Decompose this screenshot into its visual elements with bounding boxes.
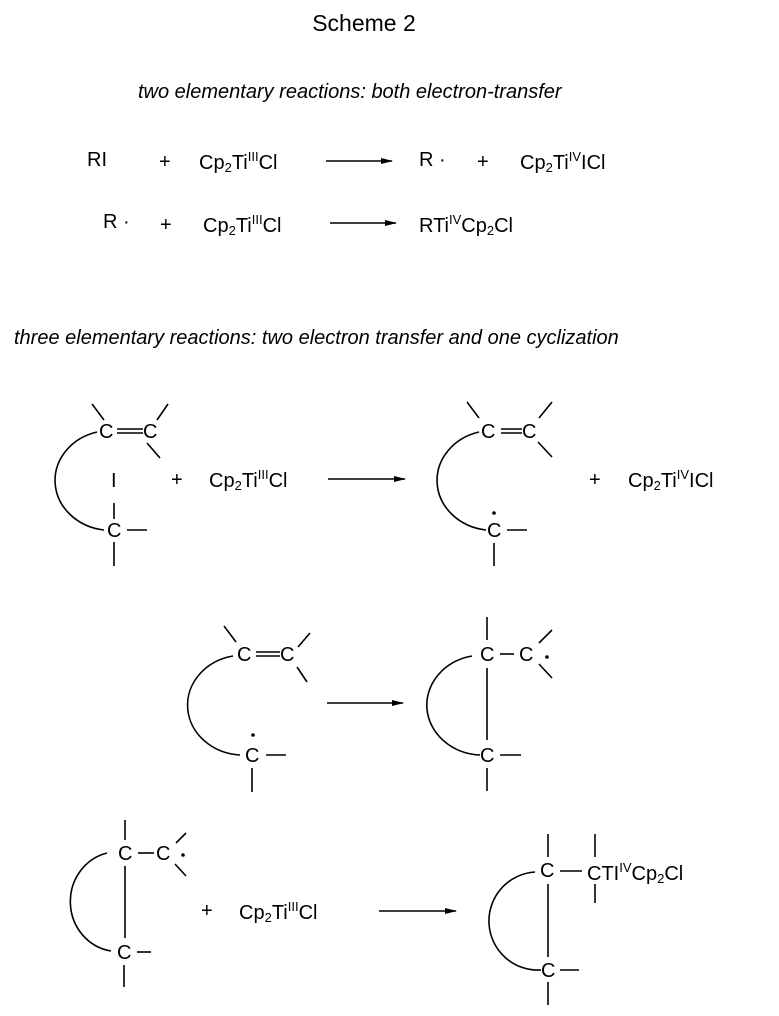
step1-plus: +: [171, 469, 183, 491]
atom-c: C: [107, 520, 122, 542]
atom-c: C: [540, 860, 555, 882]
step3-product-label: CTIIVCp2Cl: [587, 860, 684, 886]
r1-reactant: RI: [87, 149, 107, 171]
atom-c-radical: C: [245, 745, 260, 767]
step3-plus: +: [201, 900, 213, 922]
atom-c: C: [143, 421, 158, 443]
step2-reactant-bonds: [186, 625, 311, 792]
step2-product-bonds: [426, 617, 553, 791]
step3-reagent: Cp2TiIIICl: [239, 899, 318, 925]
section1-heading: two elementary reactions: both electron-…: [138, 81, 562, 103]
radical-dots: [181, 511, 549, 857]
step1-reactant-bonds: [54, 403, 169, 566]
r1-product-radical: R ·: [419, 149, 446, 171]
step3-reactant-bonds: [69, 820, 187, 987]
atom-c: C: [118, 843, 133, 865]
r2-reactant-radical: R ·: [103, 211, 130, 233]
section2-heading: three elementary reactions: two electron…: [14, 327, 619, 349]
step1-product-bonds: [436, 401, 553, 566]
r1-plus2: +: [477, 151, 489, 173]
atom-c: C: [480, 644, 495, 666]
r2-product: RTiIVCp2Cl: [419, 212, 513, 238]
atom-iodine: I: [111, 470, 117, 492]
r1-reagent: Cp2TiIIICl: [199, 149, 278, 175]
atom-c: C: [280, 644, 295, 666]
r2-reagent: Cp2TiIIICl: [203, 212, 282, 238]
atom-c: C: [481, 421, 496, 443]
step1-reagent: Cp2TiIIICl: [209, 467, 288, 493]
atom-c: C: [522, 421, 537, 443]
atom-c: C: [237, 644, 252, 666]
atom-c-radical: C: [487, 520, 502, 542]
atom-c: C: [541, 960, 556, 982]
r1-product2: Cp2TiIVICl: [520, 149, 606, 175]
atom-c-radical: C: [156, 843, 171, 865]
step3-product-bonds: [488, 834, 596, 1005]
step1-plus2: +: [589, 469, 601, 491]
atom-c-radical: C: [519, 644, 534, 666]
step1-byproduct: Cp2TiIVICl: [628, 467, 714, 493]
atom-c: C: [117, 942, 132, 964]
r2-plus: +: [160, 214, 172, 236]
r1-plus: +: [159, 151, 171, 173]
scheme-title: Scheme 2: [312, 10, 416, 36]
atom-c: C: [480, 745, 495, 767]
atom-c: C: [99, 421, 114, 443]
